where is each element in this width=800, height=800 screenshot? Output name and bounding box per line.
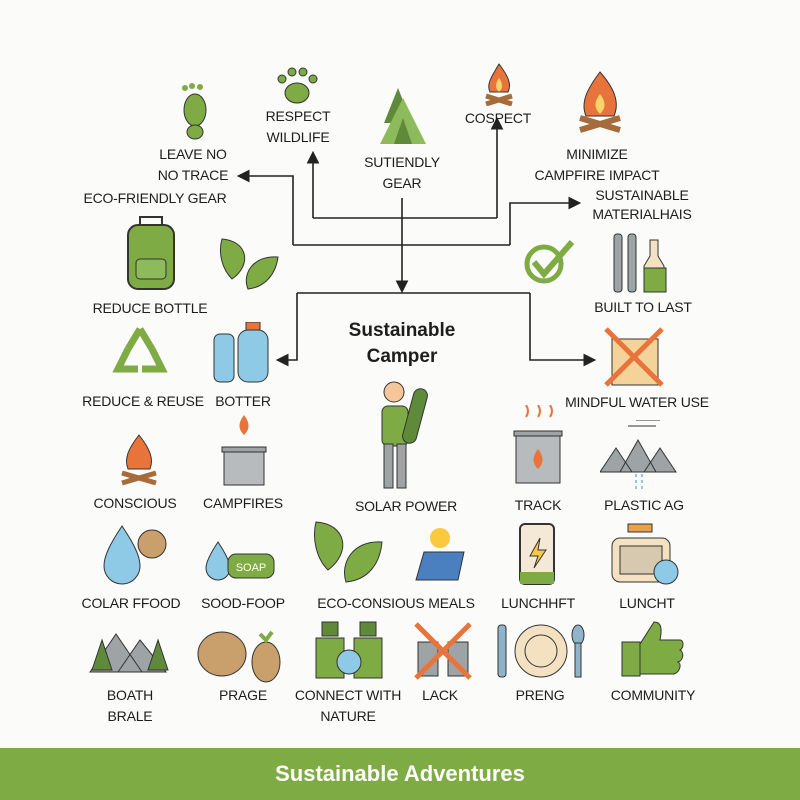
stove-icon	[513, 405, 563, 484]
checkmark-icon	[524, 240, 575, 284]
label-lack: LACK	[422, 687, 458, 703]
label-lunchhft: LUNCHHFT	[501, 595, 575, 611]
binoculars-icon	[315, 621, 383, 679]
label-built-to-last: BUILT TO LAST	[594, 299, 692, 315]
utensils-icon	[613, 233, 667, 293]
campfire-icon	[485, 63, 513, 106]
label-sustainable-materials: SUSTAINABLE MATERIALHAIS	[592, 187, 692, 222]
forest-icon	[89, 633, 169, 673]
crossed-box-icon	[604, 327, 664, 387]
footer-banner: Sustainable Adventures	[0, 748, 800, 800]
label-conscious: CONSCIOUS	[93, 495, 177, 511]
water-drop-icon	[103, 525, 167, 585]
campfire-icon	[121, 434, 157, 486]
solar-panel-icon	[415, 528, 465, 581]
label-reduce-bottle: REDUCE BOTTLE	[92, 300, 208, 316]
stove-icon	[221, 415, 267, 486]
label-track: TRACK	[514, 497, 562, 513]
label-cospect: COSPECT	[464, 110, 532, 126]
label-minimize-campfire: MINIMIZE CAMPFIRE IMPACT	[534, 146, 660, 183]
container-icon	[611, 523, 679, 585]
soap-icon: SOAP	[205, 541, 275, 581]
camper-person-icon	[381, 381, 428, 489]
tent-icon	[380, 88, 426, 144]
label-respect-wildlife: RESPECT WILDLIFE	[265, 108, 331, 145]
label-community: COMMUNITY	[610, 687, 696, 703]
label-connect-nature: CONNECT WITH NATURE	[294, 687, 402, 724]
crossed-binoculars-icon	[414, 622, 472, 680]
label-colar-ffood: COLAR FFOOD	[81, 595, 181, 611]
paw-print-icon	[277, 67, 318, 104]
food-icon	[197, 630, 281, 683]
mountains-icon	[600, 420, 677, 490]
footprint-icon	[182, 83, 207, 140]
label-reduce-reuse: REDUCE & REUSE	[82, 393, 204, 409]
phone-charge-icon	[519, 523, 555, 585]
plate-icon	[497, 624, 585, 678]
thumbs-up-icon	[621, 621, 684, 677]
label-boath-brale: BOATH BRALE	[106, 687, 154, 724]
footer-title: Sustainable Adventures	[275, 761, 525, 786]
recycle-icon	[112, 327, 168, 373]
label-preng: PRENG	[515, 687, 565, 703]
label-prage: PRAGE	[218, 687, 268, 703]
central-title: Sustainable Camper	[348, 320, 456, 367]
bottles-icon	[213, 322, 269, 383]
label-leave-no-trace: LEAVE NO NO TRACE	[157, 146, 229, 183]
label-botter: BOTTER	[215, 393, 271, 409]
label-luncht: LUNCHT	[619, 595, 675, 611]
label-eco-meals: ECO-CONSIOUS MEALS	[317, 595, 475, 611]
label-campfires: CAMPFIRES	[203, 495, 283, 511]
backpack-icon	[127, 216, 175, 290]
label-solar-power: SOLAR POWER	[354, 498, 458, 514]
soap-text: SOAP	[236, 562, 267, 574]
label-eco-friendly-gear: ECO-FRIENDLY GEAR	[83, 190, 227, 206]
label-sood-foop: SOOD-FOOP	[201, 595, 285, 611]
leaf-icon	[219, 238, 279, 290]
label-sutiendly-gear: SUTIENDLY GEAR	[364, 154, 440, 191]
campfire-icon	[579, 71, 621, 133]
leaf-icon	[314, 521, 383, 583]
label-plastic-ag: PLASTIC AG	[604, 497, 684, 513]
label-mindful-water: MINDFUL WATER USE	[565, 394, 709, 410]
